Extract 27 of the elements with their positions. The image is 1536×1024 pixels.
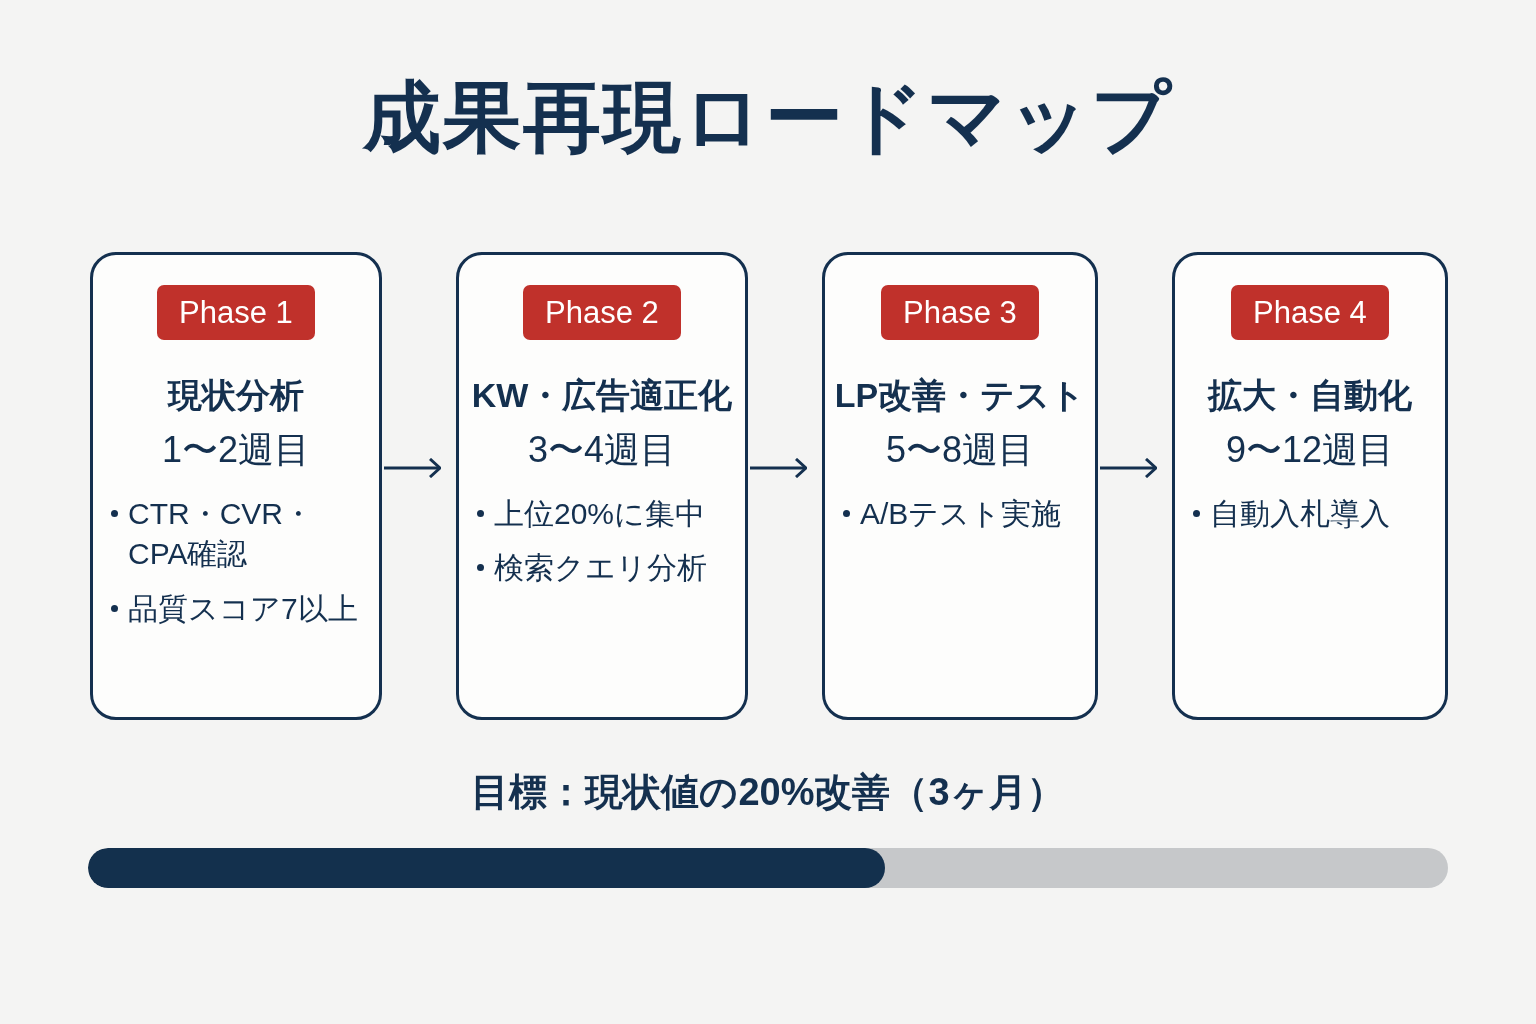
phase-badge: Phase 4 [1231,285,1389,340]
task-text: 検索クエリ分析 [494,550,707,586]
duration: 1〜2週目 [161,427,310,472]
arrow [1100,457,1158,479]
title: 成果再現ロードマップ [363,78,1173,156]
phase-heading: 拡大・自動化 [1206,375,1413,416]
task-text: 品質スコア7以上 [128,590,358,627]
task-text: CTR・CVR・CPA確認 [128,495,314,572]
task-text: 自動入札導入 [1210,495,1390,532]
phase-badge: Phase 1 [157,285,315,340]
phase-badge: Phase 3 [881,285,1039,340]
phase-card [90,252,382,720]
phase-badge: Phase 2 [523,285,681,340]
task-text: 上位20%に集中 [494,495,706,532]
arrow [384,457,442,479]
phase-heading: LP改善・テスト [833,375,1087,416]
phase-card [822,252,1098,720]
phase-heading: KW・広告適正化 [470,375,734,416]
goal-text: 目標：現状値の20%改善（3ヶ月） [471,770,1065,815]
task-text: A/Bテスト実施 [860,495,1062,532]
duration: 3〜4週目 [527,427,676,472]
phase-card [456,252,748,720]
duration: 5〜8週目 [885,427,1034,472]
phase-card [1172,252,1448,720]
duration: 9〜12週目 [1225,427,1395,472]
phase-heading: 現状分析 [166,375,305,416]
arrow [750,457,808,479]
